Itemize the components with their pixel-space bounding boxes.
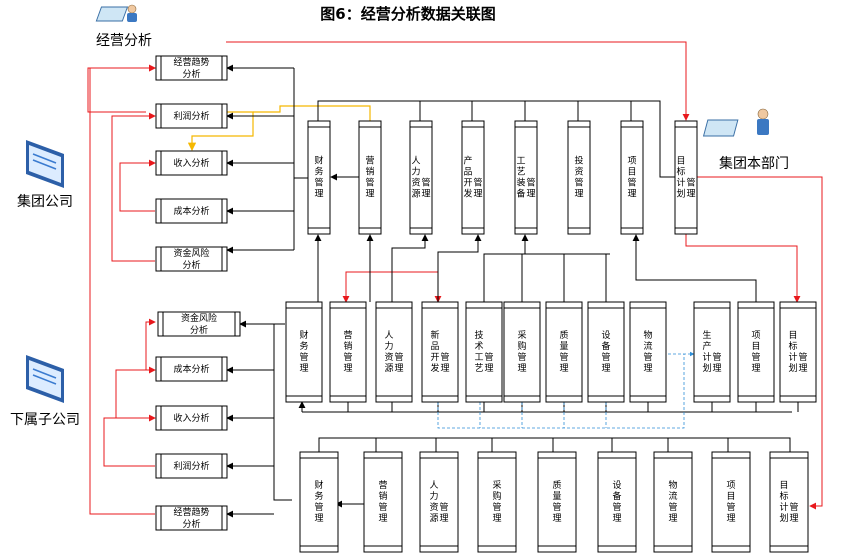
actor-analysis-label: 经营分析 [96, 33, 152, 49]
diagram-title: 图6：经营分析数据关联图 [320, 5, 495, 23]
subsidiary-dept-3: 人力资源管理 [375, 301, 413, 403]
group-dept-1-label: 财务管理 [314, 155, 323, 200]
subsidiary-dept-8: 设备管理 [587, 301, 625, 403]
subsidiary-monitor-icon [26, 355, 64, 403]
actor-subsidiary-label: 下属子公司 [10, 412, 80, 428]
group-dept-6: 投资管理 [567, 120, 591, 235]
group-analysis-5: 资金风险分析 [155, 246, 228, 272]
bottom-dept-5: 质量管理 [537, 451, 577, 553]
actor-group-company-label: 集团公司 [17, 193, 73, 210]
bottom-dept-2: 营销管理 [363, 451, 403, 553]
subsidiary-analysis-4: 利润分析 [155, 453, 228, 479]
bottom-dept-5-label: 质量管理 [552, 479, 561, 524]
subsidiary-dept-4: 新品开发管理 [421, 301, 459, 403]
subsidiary-analysis-3: 收入分析 [155, 405, 228, 431]
group-dept-4: 产品开发管理 [461, 120, 485, 235]
subsidiary-analysis-3-label: 收入分析 [173, 412, 209, 424]
subsidiary-analysis-4-label: 利润分析 [173, 460, 209, 472]
group-analysis-4: 成本分析 [155, 198, 228, 224]
bottom-dept-8-label: 项目管理 [726, 480, 735, 524]
group-dept-3: 人力资源管理 [409, 120, 433, 235]
group-hq-person-icon [702, 108, 769, 137]
subsidiary-dept-12-label: 目标计划管理 [788, 330, 807, 374]
subsidiary-analysis-5: 经营趋势分析 [155, 505, 228, 531]
group-dept-2-label: 营销管理 [365, 155, 374, 200]
subsidiary-dept-5: 技术工艺管理 [465, 301, 503, 403]
bottom-dept-3: 人力资源管理 [419, 451, 459, 553]
group-dept-8-label: 目标计划管理 [676, 156, 695, 200]
subsidiary-dept-9: 物流管理 [629, 301, 667, 403]
group-analysis-3-label: 收入分析 [173, 157, 209, 169]
subsidiary-dept-3-label: 人力资源管理 [384, 330, 403, 374]
group-dept-7-label: 项目管理 [627, 156, 636, 200]
group-analysis-5-label: 资金风险分析 [173, 247, 209, 271]
subsidiary-dept-7-label: 质量管理 [559, 329, 568, 374]
group-dept-5-label: 工艺装备管理 [516, 157, 535, 200]
subsidiary-dept-4-label: 新品开发管理 [430, 329, 449, 374]
bottom-dept-6-label: 设备管理 [612, 480, 621, 524]
subsidiary-analysis-5-label: 经营趋势分析 [173, 506, 209, 530]
bottom-dept-7-label: 物流管理 [668, 479, 677, 524]
group-analysis-2: 利润分析 [155, 103, 228, 129]
group-dept-8: 目标计划管理 [674, 120, 698, 235]
subsidiary-dept-6: 采购管理 [503, 301, 541, 403]
group-analysis-1: 经营趋势分析 [155, 55, 228, 81]
bottom-dept-7: 物流管理 [653, 451, 693, 553]
subsidiary-analysis-2: 成本分析 [155, 356, 228, 382]
bottom-dept-8: 项目管理 [711, 451, 751, 553]
bottom-dept-2-label: 营销管理 [378, 479, 387, 524]
group-analysis-3: 收入分析 [155, 150, 228, 176]
group-dept-7: 项目管理 [620, 120, 644, 235]
group-company-monitor-icon [26, 140, 64, 188]
group-analysis-2-label: 利润分析 [173, 110, 209, 122]
bottom-dept-6: 设备管理 [597, 451, 637, 553]
actor-group-hq-label: 集团本部门 [719, 155, 789, 172]
subsidiary-analysis-2-label: 成本分析 [173, 363, 209, 375]
group-dept-3-label: 人力资源管理 [411, 156, 430, 200]
subsidiary-dept-9-label: 物流管理 [643, 329, 652, 374]
subsidiary-dept-11-label: 项目管理 [751, 330, 760, 374]
bottom-dept-1: 财务管理 [299, 451, 339, 553]
subsidiary-dept-5-label: 技术工艺管理 [474, 329, 493, 374]
bottom-departments-row: 财务管理 营销管理 人力资源管理 采购管理 质量管理 设备管理 物流管理 项目管理 目标计划管理 [299, 451, 809, 553]
connectors [87, 41, 823, 518]
subsidiary-dept-1-label: 财务管理 [299, 329, 308, 374]
bottom-dept-9-label: 目标计划管理 [779, 480, 798, 524]
group-dept-4-label: 产品开发管理 [463, 155, 482, 200]
subsidiary-dept-1: 财务管理 [285, 301, 323, 403]
subsidiary-dept-10-label: 生产计划管理 [702, 329, 721, 374]
group-dept-5: 工艺装备管理 [514, 120, 538, 235]
subsidiary-analysis-1: 资金风险分析 [157, 311, 241, 337]
bottom-dept-4-label: 采购管理 [492, 480, 501, 524]
subsidiary-dept-8-label: 设备管理 [601, 330, 610, 374]
subsidiary-dept-10: 生产计划管理 [693, 301, 731, 403]
subsidiary-dept-6-label: 采购管理 [517, 330, 526, 374]
subsidiary-dept-12: 目标计划管理 [779, 301, 817, 403]
subsidiary-dept-2: 营销管理 [329, 301, 367, 403]
subsidiary-analysis-1-label: 资金风险分析 [181, 312, 217, 336]
group-dept-2: 营销管理 [358, 120, 382, 235]
subsidiary-dept-7: 质量管理 [545, 301, 583, 403]
group-departments-row: 财务管理 营销管理 人力资源管理 产品开发管理 工艺装备管理 投资管理 项目管理 目标计划管理 [307, 120, 698, 235]
group-dept-1: 财务管理 [307, 120, 331, 235]
subsidiary-departments-row: 财务管理 营销管理 人力资源管理 新品开发管理 技术工艺管理 采购管理 质量管理 设备管理 物流… [285, 301, 817, 403]
bottom-dept-1-label: 财务管理 [314, 479, 323, 524]
bottom-dept-3-label: 人力资源管理 [429, 480, 448, 524]
group-analysis-1-label: 经营趋势分析 [173, 56, 209, 80]
analysis-person-icon [95, 4, 137, 22]
group-analysis-4-label: 成本分析 [173, 205, 209, 217]
subsidiary-dept-11: 项目管理 [737, 301, 775, 403]
bottom-dept-9: 目标计划管理 [769, 451, 809, 553]
bottom-dept-4: 采购管理 [477, 451, 517, 553]
subsidiary-dept-2-label: 营销管理 [343, 329, 352, 374]
group-dept-6-label: 投资管理 [574, 155, 583, 200]
